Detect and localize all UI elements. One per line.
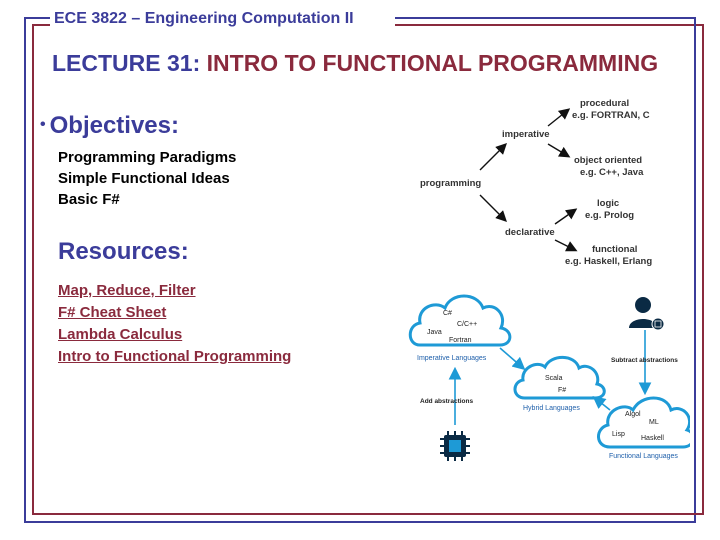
frame-top-red-right — [395, 24, 703, 26]
lang-label: Haskell — [641, 435, 664, 442]
node-functional-eg: e.g. Haskell, Erlang — [565, 256, 652, 267]
frame-top-red-left — [32, 24, 50, 26]
cloud-label-functional: Functional Languages — [609, 453, 678, 460]
frame-bottom-blue — [24, 521, 696, 523]
node-declarative: declarative — [505, 227, 555, 238]
lang-label: Scala — [545, 375, 563, 382]
frame-left-blue — [24, 17, 26, 523]
node-logic: logic — [597, 198, 619, 209]
lang-label: C# — [443, 310, 452, 317]
course-title: ECE 3822 – Engineering Computation II — [50, 10, 358, 28]
node-logic-eg: e.g. Prolog — [585, 210, 634, 221]
paradigm-tree: programming imperative declarative proce… — [420, 98, 652, 267]
chip-icon — [440, 431, 470, 461]
node-imperative: imperative — [502, 129, 550, 140]
cloud-label-hybrid: Hybrid Languages — [523, 405, 580, 412]
lang-label: C/C++ — [457, 321, 477, 328]
bullet-icon: • — [40, 116, 46, 133]
resources-links: Map, Reduce, Filter F# Cheat Sheet Lambd… — [58, 280, 291, 368]
frame-right-blue — [694, 17, 696, 523]
objective-item: Simple Functional Ideas — [58, 170, 230, 187]
cloud-label-imperative: Imperative Languages — [417, 355, 487, 362]
arrow-to-oo — [547, 143, 571, 158]
node-procedural-eg: e.g. FORTRAN, C — [572, 110, 650, 121]
arrow-to-declarative — [479, 194, 507, 222]
lecture-topic: INTRO TO FUNCTIONAL PROGRAMMING — [206, 50, 659, 76]
lang-label: ML — [649, 419, 659, 426]
link-map-reduce-filter[interactable]: Map, Reduce, Filter — [58, 282, 196, 299]
frame-top-blue-left — [24, 17, 50, 19]
node-programming: programming — [420, 178, 481, 189]
node-object-oriented: object oriented — [574, 155, 642, 166]
arrow-to-logic — [554, 208, 578, 225]
lecture-prefix: LECTURE 31: — [52, 50, 201, 76]
link-intro-functional[interactable]: Intro to Functional Programming — [58, 348, 292, 365]
objective-item: Basic F# — [58, 191, 120, 208]
lang-label: Algol — [625, 411, 641, 418]
add-abstractions-label: Add abstractions — [420, 398, 473, 405]
frame-bottom-red — [32, 513, 704, 515]
frame-top-blue-right — [395, 17, 695, 19]
cloud-hybrid — [513, 355, 606, 400]
arrow-imperative-hybrid — [499, 347, 526, 371]
frame-left-red — [32, 24, 34, 515]
objective-item: Programming Paradigms — [58, 149, 237, 166]
arrow-functional-hybrid — [592, 396, 611, 411]
arrow-to-functional — [554, 239, 578, 252]
cloud-imperative — [408, 294, 512, 347]
link-lambda-calculus[interactable]: Lambda Calculus — [58, 326, 183, 343]
objectives-heading: •Objectives: — [40, 112, 179, 140]
node-procedural: procedural — [580, 98, 629, 109]
node-oo-eg: e.g. C++, Java — [580, 167, 644, 178]
arrow-to-imperative — [479, 143, 507, 171]
objectives-heading-text: Objectives: — [49, 112, 179, 139]
language-clouds-diagram: C# C/C++ Java Fortran Imperative Languag… — [408, 294, 690, 461]
objectives-list: Programming Paradigms Simple Functional … — [58, 147, 236, 210]
user-icon — [629, 297, 665, 331]
lang-label: F# — [558, 387, 566, 394]
subtract-abstractions-label: Subtract abstractions — [611, 357, 678, 364]
node-functional: functional — [592, 244, 637, 255]
arrow-to-procedural — [547, 108, 571, 127]
lang-label: Fortran — [449, 337, 472, 344]
resources-heading: Resources: — [58, 238, 189, 265]
link-fsharp-cheat-sheet[interactable]: F# Cheat Sheet — [58, 304, 167, 321]
page-title: LECTURE 31: INTRO TO FUNCTIONAL PROGRAMM… — [52, 50, 658, 77]
lang-label: Java — [427, 329, 442, 336]
lang-label: Lisp — [612, 431, 625, 438]
frame-right-red — [702, 24, 704, 515]
cloud-functional — [597, 396, 690, 449]
